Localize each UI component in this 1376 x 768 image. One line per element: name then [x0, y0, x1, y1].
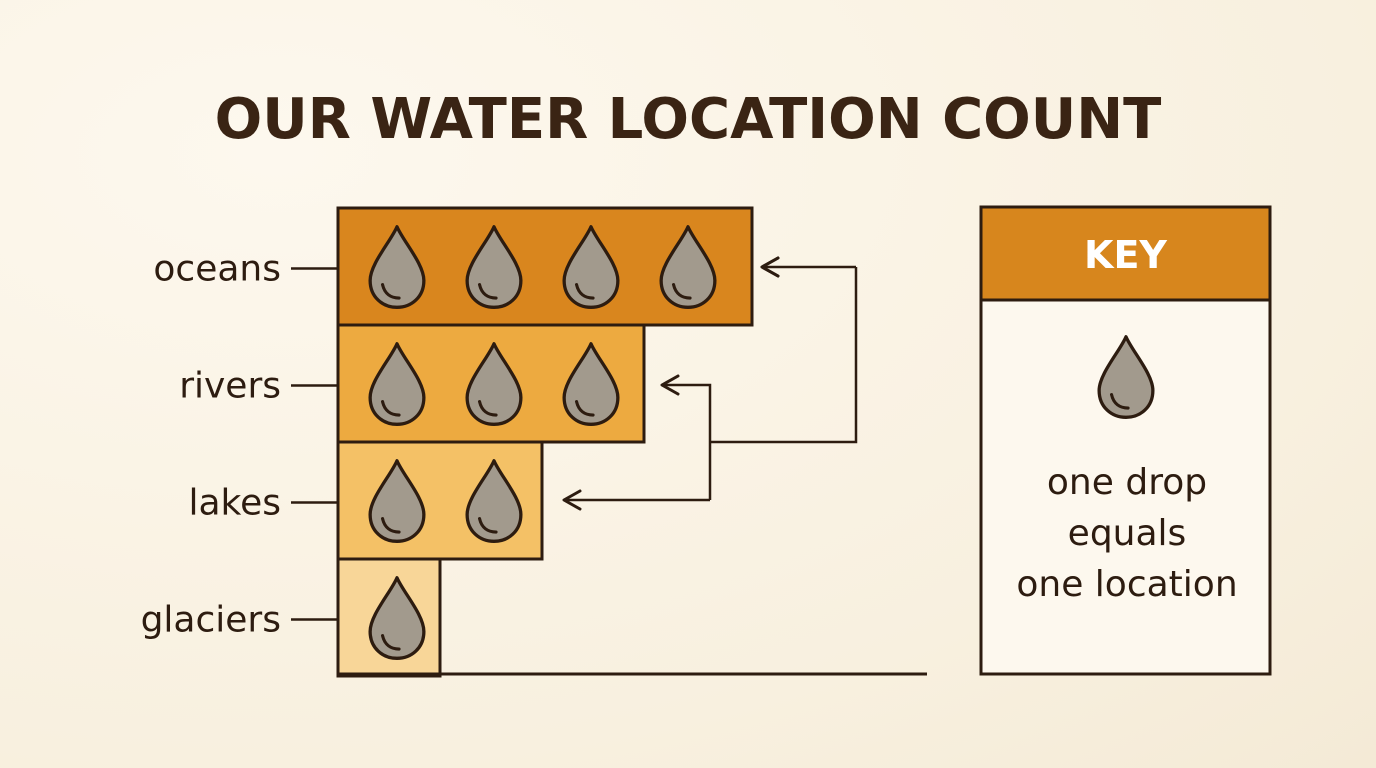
key-text-line-2: equals	[1068, 513, 1187, 554]
category-label-rivers: rivers	[179, 366, 338, 407]
category-label-oceans: oceans	[153, 249, 338, 290]
category-label-text: lakes	[188, 483, 281, 524]
bar-oceans	[336, 206, 754, 327]
connector-arrow-rivers	[660, 374, 712, 500]
connector-arrow-lakes	[562, 489, 710, 511]
connector-arrow-oceans-tip	[760, 256, 856, 278]
category-label-glaciers: glaciers	[141, 600, 338, 641]
category-label-text: oceans	[153, 249, 281, 290]
key-header	[979, 205, 1272, 302]
labels-layer: glaciers lakes rivers oceans	[141, 249, 338, 641]
arrow-head-icon	[660, 374, 680, 396]
chart-title: OUR WATER LOCATION COUNT	[215, 87, 1162, 152]
key-title: KEY	[1084, 233, 1167, 277]
arrows-layer	[562, 256, 858, 511]
category-label-lakes: lakes	[188, 483, 338, 524]
category-label-text: rivers	[179, 366, 281, 407]
key-legend: KEY one drop equals one location	[979, 205, 1272, 676]
arrow-head-icon	[760, 256, 780, 278]
category-label-text: glaciers	[141, 600, 281, 641]
key-text-line-1: one drop	[1047, 462, 1207, 503]
key-text-line-3: one location	[1016, 564, 1237, 605]
bar-lakes	[336, 440, 544, 561]
bars-layer	[336, 206, 754, 678]
arrow-line	[664, 383, 712, 500]
bar-glaciers	[336, 557, 442, 678]
bar-rivers	[336, 323, 646, 444]
arrow-head-icon	[562, 489, 582, 511]
arrow-line	[710, 267, 858, 444]
